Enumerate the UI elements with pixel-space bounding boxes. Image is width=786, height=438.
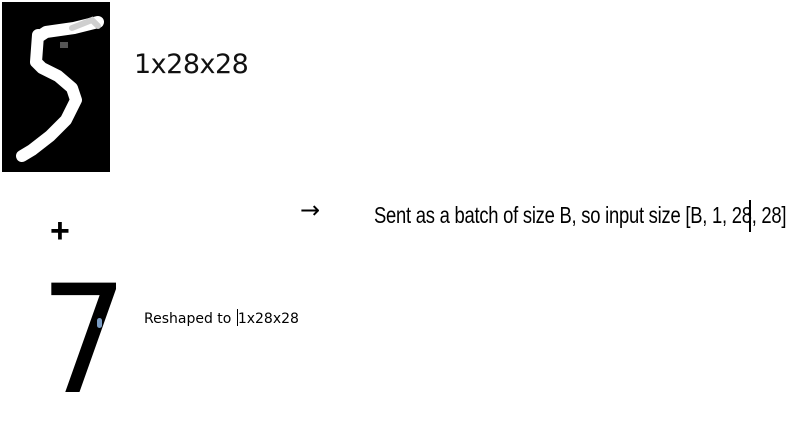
input-dimensions-label: 1x28x28: [134, 49, 249, 80]
text-cursor: [749, 200, 751, 232]
label-digit: 7: [40, 254, 128, 428]
arrow-right-icon: →: [300, 196, 321, 224]
text-cursor: [236, 309, 238, 326]
selection-handle: [97, 318, 102, 328]
batch-size-note: Sent as a batch of size B, so input size…: [374, 202, 786, 228]
plus-icon: +: [50, 212, 70, 250]
reshape-prefix: Reshaped to: [144, 311, 236, 327]
reshape-dims: 1x28x28: [237, 311, 299, 327]
reshape-label: Reshaped to 1x28x28: [144, 309, 299, 329]
mnist-digit-image: [2, 2, 110, 172]
